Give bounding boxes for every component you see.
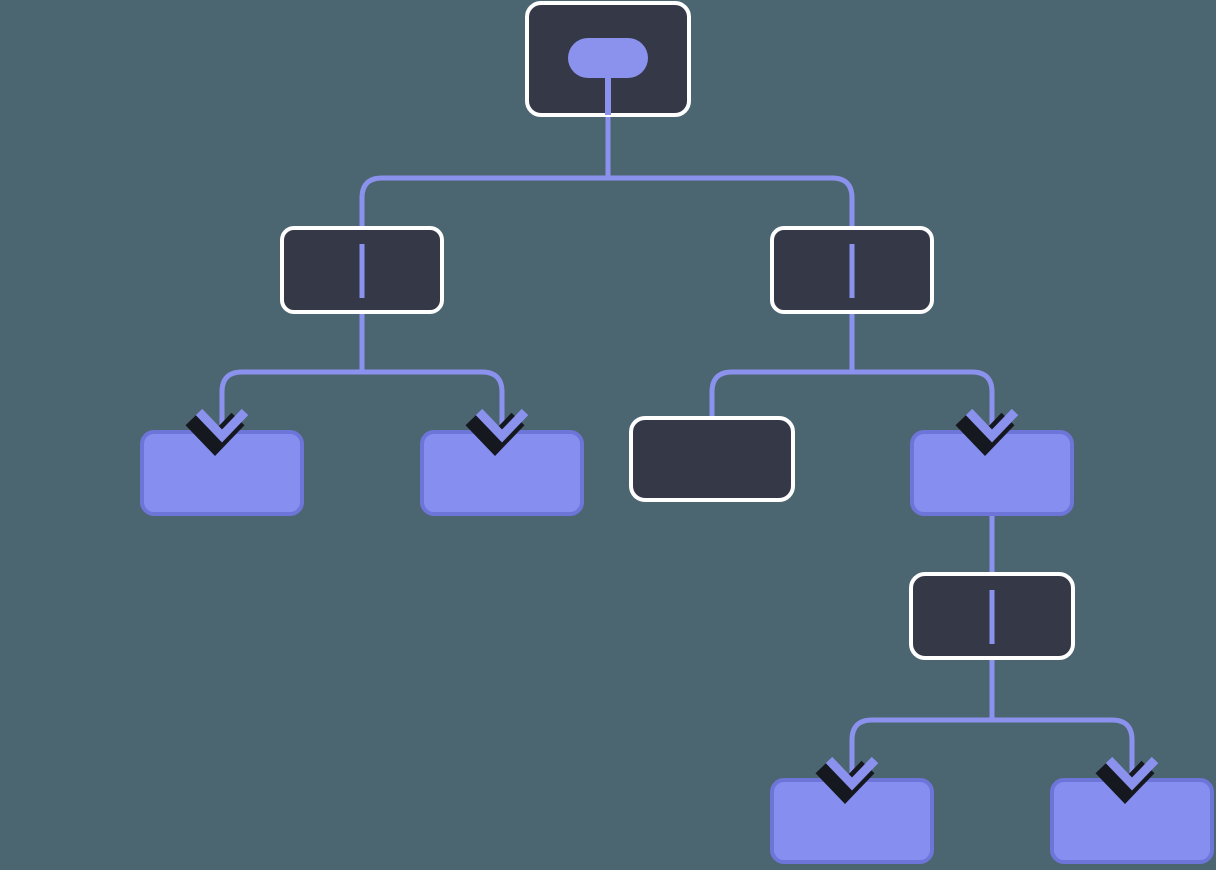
edge-right-branch-to-dark-leaf: [709, 298, 855, 418]
arrowhead-layer: [185, 408, 1159, 805]
arrowhead-leaf-3: [815, 756, 879, 805]
node-left-branch[interactable]: [280, 226, 444, 314]
edge-left-branch-to-leaf-2: [359, 312, 505, 432]
edge-mid-node-to-leaf-4: [989, 658, 1135, 780]
arrow-down-icon: [825, 756, 879, 791]
arrowhead-leaf-2: [465, 408, 529, 457]
arrowhead-leaf-4: [1095, 756, 1159, 805]
node-dark-leaf[interactable]: [629, 416, 795, 502]
edge-layer: [219, 58, 1135, 780]
node-right-branch[interactable]: [770, 226, 934, 314]
edge-left-branch-to-leaf-1: [219, 298, 365, 432]
edge-mid-node-to-leaf-3: [849, 644, 995, 780]
edge-root-to-right-branch: [605, 115, 855, 244]
arrow-down-icon: [1105, 756, 1159, 791]
node-mid[interactable]: [909, 572, 1075, 660]
node-root[interactable]: [525, 1, 691, 117]
arrow-down-icon: [195, 408, 249, 443]
arrow-down-icon: [475, 408, 529, 443]
arrowhead-sub-branch: [955, 408, 1019, 457]
arrow-down-icon: [965, 408, 1019, 443]
arrowhead-leaf-1: [185, 408, 249, 457]
node-dark-leaf-box[interactable]: [629, 416, 795, 502]
edge-right-branch-to-sub-branch: [849, 312, 995, 432]
